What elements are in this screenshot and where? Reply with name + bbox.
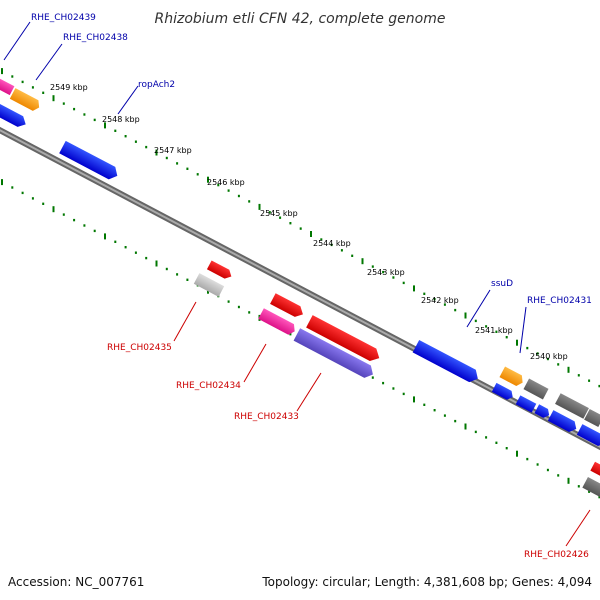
gene-label-rhe-ch02426[interactable]: RHE_CH02426	[524, 550, 589, 560]
gene-feature-pink-left[interactable]	[0, 76, 15, 96]
kbp-label: 2546 kbp	[207, 178, 245, 187]
gene-feature-blue-ropach2[interactable]	[59, 140, 120, 182]
gene-feature-blue-ssud[interactable]	[412, 339, 481, 385]
gene-feature-blue-b[interactable]	[491, 382, 515, 402]
gene-feature-red-mid[interactable]	[270, 293, 306, 319]
gene-label-rhe-ch02439[interactable]: RHE_CH02439	[31, 13, 96, 23]
gene-label-ssud[interactable]: ssuD	[491, 279, 513, 289]
gene-label-rhe-ch02434[interactable]: RHE_CH02434	[176, 381, 241, 391]
gene-feature-gray-rhe-ch02426[interactable]	[582, 477, 600, 497]
gene-feature-blue-c[interactable]	[515, 395, 537, 413]
kbp-label: 2540 kbp	[530, 352, 568, 361]
gene-feature-purple-rhe-ch02433[interactable]	[293, 328, 377, 380]
leader-line-rhe-ch02438	[35, 43, 63, 81]
gene-label-rhe-ch02435[interactable]: RHE_CH02435	[107, 343, 172, 353]
leader-line-rhe-ch02431	[519, 306, 527, 354]
gene-features	[0, 76, 600, 497]
gene-feature-blue-e[interactable]	[547, 410, 579, 434]
kbp-label: 2545 kbp	[260, 209, 298, 218]
gene-feature-gray-b[interactable]	[555, 393, 589, 419]
kbp-label: 2547 kbp	[154, 146, 192, 155]
gene-feature-blue-left[interactable]	[0, 102, 28, 129]
gene-label-rhe-ch02438[interactable]: RHE_CH02438	[63, 33, 128, 43]
leader-line-ssud	[466, 289, 491, 328]
gene-feature-pink-rhe-ch02434[interactable]	[258, 308, 297, 336]
leader-line-rhe-ch02439	[3, 21, 31, 61]
kbp-scale: 2549 kbp 2548 kbp 2547 kbp 2546 kbp 2545…	[50, 83, 568, 361]
gene-feature-blue-f[interactable]	[576, 424, 600, 448]
leader-line-rhe-ch02433	[296, 372, 322, 412]
map-title: Rhizobium etli CFN 42, complete genome	[155, 11, 446, 27]
kbp-label: 2542 kbp	[421, 296, 459, 305]
gene-label-ropach2[interactable]: ropAch2	[138, 80, 175, 90]
kbp-label: 2549 kbp	[50, 83, 88, 92]
kbp-label: 2543 kbp	[367, 268, 405, 277]
topology-text: Topology: circular; Length: 4,381,608 bp…	[261, 575, 592, 589]
accession-text: Accession: NC_007761	[8, 575, 144, 589]
gene-feature-blue-d[interactable]	[534, 404, 551, 419]
kbp-label: 2541 kbp	[475, 326, 513, 335]
kbp-label: 2548 kbp	[102, 115, 140, 124]
gene-labels: RHE_CH02439 RHE_CH02438 ropAch2 ssuD RHE…	[31, 13, 592, 560]
leader-line-rhe-ch02426	[565, 509, 591, 547]
gene-feature-gray-c[interactable]	[584, 408, 600, 428]
gene-feature-gray-a[interactable]	[523, 378, 549, 400]
gene-feature-red-right[interactable]	[590, 461, 600, 477]
gene-feature-orange-rhe-ch02431[interactable]	[499, 366, 525, 388]
leader-lines	[3, 21, 591, 547]
kbp-label: 2544 kbp	[313, 239, 351, 248]
gene-label-rhe-ch02431[interactable]: RHE_CH02431	[527, 296, 592, 306]
gene-feature-lightgray-rhe-ch02435[interactable]	[193, 273, 225, 297]
leader-line-ropach2	[117, 85, 139, 115]
leader-line-rhe-ch02435	[173, 301, 197, 342]
gene-feature-red-large[interactable]	[306, 315, 382, 364]
gene-feature-orange-rhe-ch02438[interactable]	[9, 88, 42, 113]
gene-feature-red-small[interactable]	[206, 260, 234, 281]
gene-label-rhe-ch02433[interactable]: RHE_CH02433	[234, 412, 299, 422]
leader-line-rhe-ch02434	[243, 343, 267, 383]
